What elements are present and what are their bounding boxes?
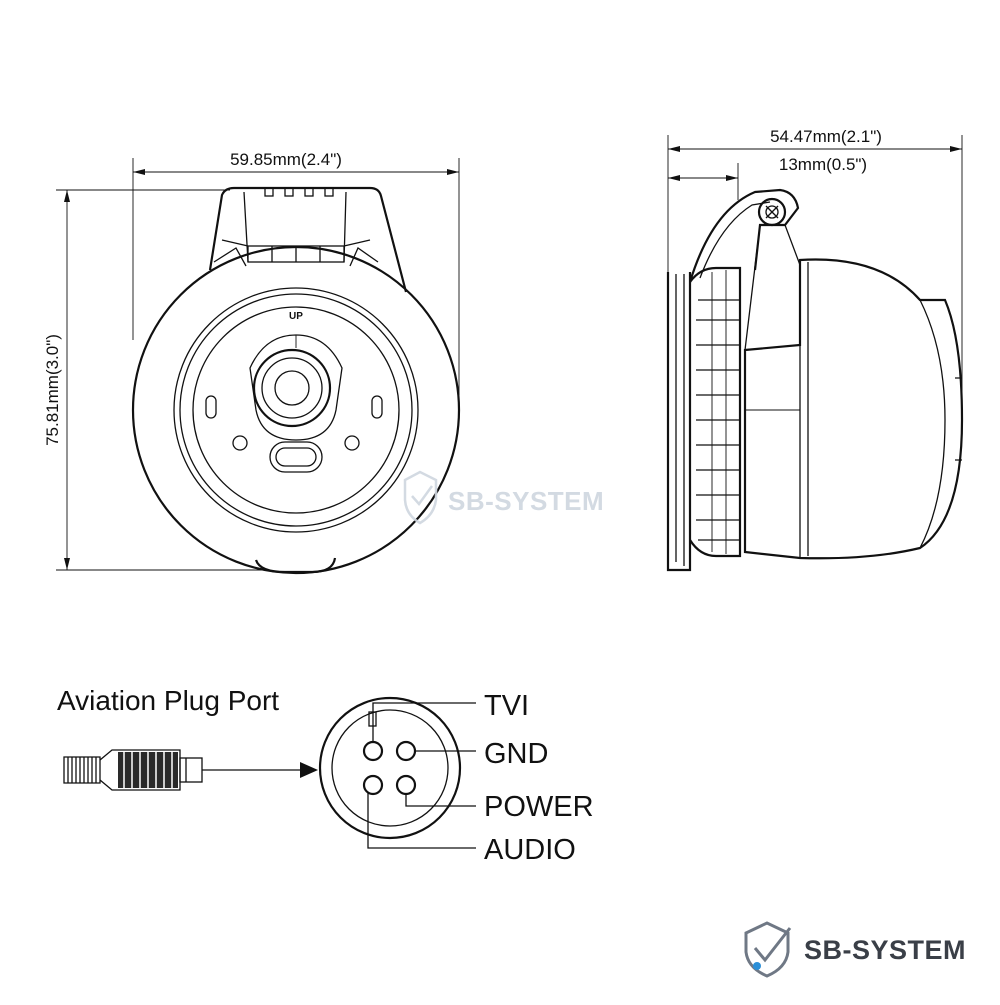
pin-label-tvi: TVI bbox=[484, 690, 529, 722]
front-lens-face bbox=[205, 334, 383, 473]
watermark: SB-SYSTEM bbox=[403, 470, 604, 525]
front-view: 59.85mm(2.4") 75.81mm(3.0") bbox=[43, 150, 461, 575]
brand-logo: SB-SYSTEM bbox=[744, 921, 966, 978]
front-height-dimension: 75.81mm(3.0") bbox=[43, 189, 270, 571]
pin-power bbox=[395, 774, 417, 796]
front-width-dimension: 59.85mm(2.4") bbox=[132, 150, 460, 395]
brand-logo-text: SB-SYSTEM bbox=[804, 935, 966, 965]
side-dome-body bbox=[743, 258, 964, 560]
side-ribbed-ring bbox=[689, 266, 742, 558]
brand-shield-icon bbox=[744, 921, 790, 978]
aviation-plug-section: Aviation Plug Port bbox=[57, 685, 594, 866]
front-bracket bbox=[208, 186, 408, 293]
aviation-plug-title: Aviation Plug Port bbox=[57, 685, 279, 716]
side-base-dimension: 13mm(0.5") bbox=[668, 155, 867, 200]
plug-connector-icon bbox=[63, 749, 203, 791]
pin-label-gnd: GND bbox=[484, 738, 548, 770]
aviation-socket bbox=[318, 696, 476, 849]
pin-audio bbox=[362, 774, 384, 796]
watermark-text: SB-SYSTEM bbox=[448, 486, 604, 516]
pin-label-audio: AUDIO bbox=[484, 834, 576, 866]
side-view: 54.47mm(2.1") 13mm(0.5") bbox=[666, 127, 964, 572]
leader-power bbox=[405, 794, 476, 807]
left-screw-slot bbox=[205, 395, 217, 419]
lens-glass bbox=[274, 370, 310, 406]
front-height-label: 75.81mm(3.0") bbox=[43, 334, 62, 446]
pin-gnd bbox=[395, 740, 417, 762]
front-width-label: 59.85mm(2.4") bbox=[230, 150, 342, 169]
ir-sensor bbox=[269, 441, 323, 473]
leader-tvi bbox=[372, 702, 476, 742]
right-screw-slot bbox=[371, 395, 383, 419]
side-base-plate bbox=[666, 272, 692, 572]
side-depth-label: 54.47mm(2.1") bbox=[770, 127, 882, 146]
pivot-screw bbox=[757, 197, 787, 227]
side-base-label: 13mm(0.5") bbox=[779, 155, 867, 174]
watermark-shield-icon bbox=[403, 470, 438, 525]
leader-audio bbox=[367, 792, 476, 849]
brand-accent-dot bbox=[753, 962, 761, 970]
pin-label-power: POWER bbox=[484, 791, 594, 823]
pin-tvi bbox=[362, 740, 384, 762]
socket-inner-ring bbox=[331, 709, 449, 827]
front-middle-ring bbox=[173, 287, 419, 533]
front-outer-ring bbox=[131, 245, 461, 575]
connection-arrow bbox=[202, 762, 318, 778]
side-depth-dimension: 54.47mm(2.1") bbox=[667, 127, 963, 420]
socket-outer-ring bbox=[318, 696, 462, 840]
up-marker: UP bbox=[289, 311, 303, 322]
lens-outer bbox=[252, 348, 332, 428]
